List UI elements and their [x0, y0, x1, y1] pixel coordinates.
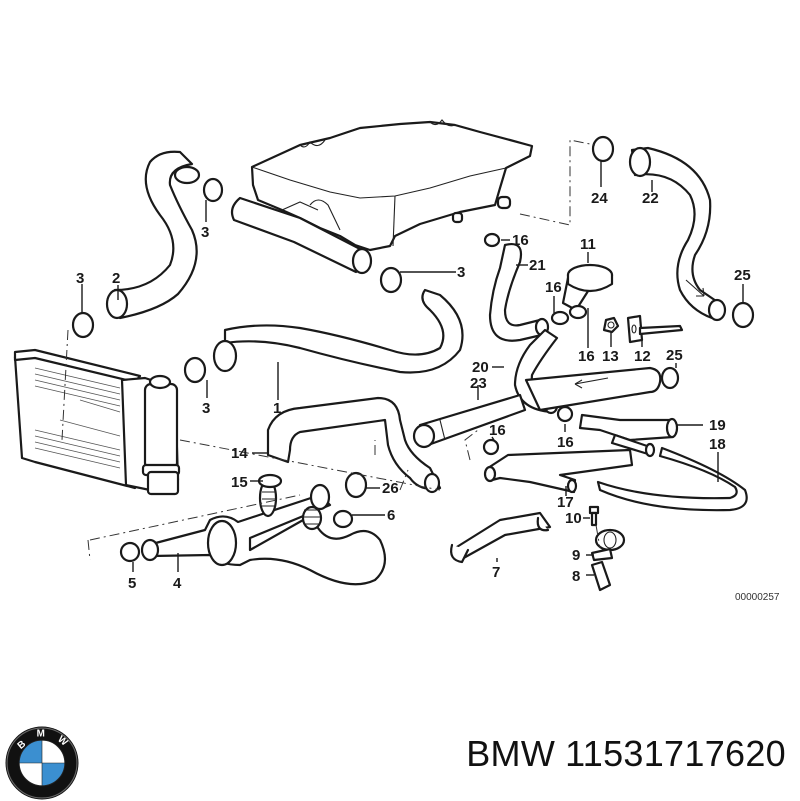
- callout-5: 5: [128, 575, 136, 592]
- callout-3: 3: [201, 224, 209, 241]
- clamp-3: [202, 177, 224, 203]
- callout-10: 10: [565, 510, 582, 527]
- pipe-19: [578, 413, 679, 458]
- clamp-16: [556, 405, 574, 423]
- hose-14: [266, 396, 442, 494]
- pipe-23: [412, 393, 527, 449]
- hose-18: [596, 446, 748, 512]
- callout-16: 16: [489, 422, 506, 439]
- leader-lines: [81, 160, 744, 576]
- callout-2: 2: [112, 270, 120, 287]
- clamp-3: [379, 266, 403, 294]
- callout-4: 4: [173, 575, 182, 592]
- callout-8: 8: [572, 568, 580, 585]
- callout-9: 9: [572, 547, 580, 564]
- callout-25: 25: [666, 347, 683, 364]
- clamp-26: [344, 471, 368, 499]
- callout-16: 16: [578, 348, 595, 365]
- callout-24: 24: [591, 190, 608, 207]
- engine-block: [230, 119, 534, 275]
- callout-23: 23: [470, 375, 487, 392]
- bracket-7: [450, 511, 552, 564]
- part-number: 11531717620: [565, 733, 786, 774]
- clamp-3: [183, 356, 207, 384]
- clamp-3: [71, 311, 95, 339]
- expansion-cap: [550, 263, 614, 326]
- callout-3: 3: [76, 270, 84, 287]
- callout-20: 20: [472, 359, 489, 376]
- bolt-10: [588, 505, 600, 527]
- logo-blue-quadrant: [42, 763, 65, 786]
- logo-letter-m: M: [37, 728, 45, 739]
- clamp-5: [119, 541, 141, 563]
- assembly-lines: [61, 139, 601, 561]
- block-nipple: [496, 195, 512, 210]
- clamp-16: [482, 438, 500, 456]
- callout-16: 16: [545, 279, 562, 296]
- callout-labels: 1 2 3 3 3 3 4 5 6 7 8 9 10 11 12 13 14 1…: [76, 190, 751, 592]
- hose-22: [628, 146, 727, 322]
- logo-blue-quadrant: [19, 740, 42, 763]
- callout-7: 7: [492, 564, 500, 581]
- bmw-logo: B M W: [5, 726, 79, 800]
- brand-name: BMW: [466, 733, 556, 774]
- callout-15: 15: [231, 474, 248, 491]
- callout-6: 6: [387, 507, 395, 524]
- callout-16: 16: [557, 434, 574, 451]
- hose-clamps: [71, 135, 755, 563]
- clamp-16: [483, 232, 501, 248]
- block-nipple: [451, 211, 464, 224]
- callout-3: 3: [202, 400, 210, 417]
- strap-12: [626, 314, 684, 344]
- hose-4: [140, 478, 387, 586]
- plate-8: [590, 560, 612, 592]
- hose-21: [488, 243, 550, 342]
- diagram-id: 00000257: [735, 592, 780, 603]
- pipe-clip-9: [590, 528, 626, 562]
- hose-2: [105, 150, 201, 320]
- callout-22: 22: [642, 190, 659, 207]
- callout-3: 3: [457, 264, 465, 281]
- callout-25: 25: [734, 267, 751, 284]
- radiator-cap: [148, 374, 172, 390]
- callout-16: 16: [512, 232, 529, 249]
- callout-13: 13: [602, 348, 619, 365]
- clamp-25: [731, 301, 755, 329]
- hose-20: [513, 328, 662, 415]
- pipe-17: [483, 448, 634, 494]
- callout-1: 1: [273, 400, 281, 417]
- callout-11: 11: [580, 236, 596, 253]
- callout-19: 19: [709, 417, 726, 434]
- parts-diagram: 1 2 3 3 3 3 4 5 6 7 8 9 10 11 12 13 14 1…: [13, 119, 755, 592]
- radiator: [13, 348, 181, 496]
- callout-12: 12: [634, 348, 651, 365]
- nut-13: [602, 316, 620, 334]
- callout-14: 14: [231, 445, 248, 462]
- callout-18: 18: [709, 436, 726, 453]
- callout-26: 26: [382, 480, 399, 497]
- callout-17: 17: [557, 494, 574, 511]
- block-outlet-port: [351, 247, 373, 275]
- radiator-core: [34, 367, 121, 469]
- hose-1: [212, 288, 464, 374]
- clamp-25: [660, 366, 680, 390]
- clamp-6: [332, 509, 354, 529]
- clamp-24: [591, 135, 615, 163]
- callout-21: 21: [529, 257, 546, 274]
